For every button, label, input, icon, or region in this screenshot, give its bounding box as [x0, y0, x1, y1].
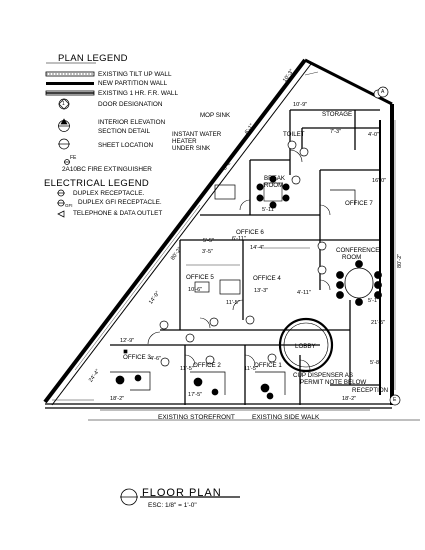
legend-sheet-location: SHEET LOCATION	[98, 142, 154, 149]
floor-plan-scale: ESC: 1/8" = 1'-0"	[148, 502, 197, 509]
legend-interior-elevation: INTERIOR ELEVATION	[98, 119, 166, 126]
room-break: BREAK	[264, 175, 285, 182]
dim-office1-h: 11'-5"	[244, 366, 258, 372]
dim-reception-w: 18'-2"	[342, 396, 357, 402]
room-storage: STORAGE	[322, 111, 353, 118]
door-tags	[159, 86, 401, 406]
room-toilet: TOILET	[283, 131, 305, 138]
legend-symbols	[57, 98, 70, 218]
room-office-2: OFFICE 2	[193, 362, 221, 369]
note-instant-water: INSTANT WATER	[172, 131, 222, 138]
dim-office7-h: 16'-0"	[372, 178, 387, 184]
break-room-furniture	[256, 175, 290, 209]
dim-office2-h: 11'-5"	[180, 366, 194, 372]
room-office-4: OFFICE 4	[253, 275, 281, 282]
dim-office5-side: 5'-5"	[203, 238, 215, 244]
room-office-3: OFFICE 3	[123, 354, 151, 361]
dim-office5-door: 3'-5"	[202, 249, 214, 255]
legend-fr-wall: EXISTING 1 HR. F.R. WALL	[98, 90, 179, 97]
room-office-1: OFFICE 1	[254, 362, 282, 369]
legend-duplex-gfi: DUPLEX GFI RECEPTACLE.	[78, 199, 162, 206]
dim-storage: 7'-3"	[330, 129, 342, 135]
office-furniture	[110, 184, 356, 400]
note-under-sink: UNDER SINK	[172, 145, 211, 152]
legend-duplex-receptacle: DUPLEX RECEPTACLE.	[73, 190, 145, 197]
room-office-7: OFFICE 7	[345, 200, 373, 207]
room-lobby: LOBBY	[295, 343, 316, 350]
door-swings	[147, 149, 331, 371]
tag-a: A	[381, 89, 385, 95]
tag-e: E	[393, 397, 397, 403]
legend-door-designation: DOOR DESIGNATION	[98, 101, 163, 108]
dim-conf-1: 4'-11"	[297, 290, 311, 296]
legend-tilt-up-wall: EXISTING TILT UP WALL	[98, 71, 172, 78]
dim-office3-w: 18'-2"	[110, 396, 125, 402]
legend-elev-symbol: A	[62, 126, 66, 131]
legend-door-symbol: 1	[62, 101, 65, 107]
existing-sidewalk: EXISTING SIDE WALK	[252, 414, 320, 421]
room-office-5: OFFICE 5	[186, 274, 214, 281]
dimension-lines	[52, 71, 396, 401]
room-office-6: OFFICE 6	[236, 229, 264, 236]
legend-fire-extinguisher: 2A10BC FIRE EXTINGUISHER	[62, 166, 152, 173]
dim-right-4: 5'-1"	[368, 298, 380, 304]
plan-legend-title: PLAN LEGEND	[58, 53, 128, 64]
dim-right-1: 4'-0"	[368, 132, 380, 138]
room-conference-2: ROOM	[342, 254, 362, 261]
note-heater: HEATER	[172, 138, 197, 145]
dim-right-2: 21'-5"	[371, 320, 386, 326]
dim-office5-h: 11'-5"	[226, 300, 240, 306]
dim-office5-w: 10'-6"	[188, 287, 203, 293]
dim-office4-w: 13'-3"	[254, 288, 269, 294]
room-reception: RECEPTION	[352, 387, 389, 394]
legend-gfi-tag: GFI	[65, 203, 73, 208]
legend-line-samples	[45, 62, 96, 96]
electrical-legend-title: ELECTRICAL LEGEND	[44, 178, 150, 189]
building-exterior	[43, 58, 420, 421]
dim-office6-w: 14'-4"	[250, 245, 265, 251]
dim-office3-side: 4'-6"	[150, 356, 162, 362]
legend-new-partition-wall: NEW PARTITION WALL	[98, 80, 168, 87]
existing-storefront: EXISTING STOREFRONT	[158, 414, 235, 421]
legend-fe-symbol: FE	[70, 155, 77, 161]
lobby-rotunda	[278, 317, 334, 373]
conference-table	[336, 260, 382, 306]
dim-office3-h: 12'-9"	[120, 338, 135, 344]
dim-top-2: 10'-9"	[293, 102, 308, 108]
note-cup-dispenser: CUP DISPENSER AS	[293, 372, 354, 379]
dim-office6-h: 6'-11"	[232, 236, 246, 242]
title-symbol	[120, 488, 240, 506]
room-mop-sink: MOP SINK	[200, 112, 231, 119]
room-conference: CONFERENCE	[336, 247, 380, 254]
legend-telephone-data: TELEPHONE & DATA OUTLET	[73, 210, 163, 217]
dim-break: 5'-11"	[262, 207, 276, 213]
legend-section-detail: SECTION DETAIL	[98, 128, 151, 135]
dim-right-overall: 80'-2"	[397, 253, 403, 268]
floor-plan-title: FLOOR PLAN	[142, 487, 222, 499]
dim-office2-w: 17'-5"	[188, 392, 203, 398]
dim-right-3: 5'-8"	[370, 360, 382, 366]
room-break-2: ROOM	[264, 182, 284, 189]
note-permit: PERMIT NOTE BELOW	[300, 379, 367, 386]
